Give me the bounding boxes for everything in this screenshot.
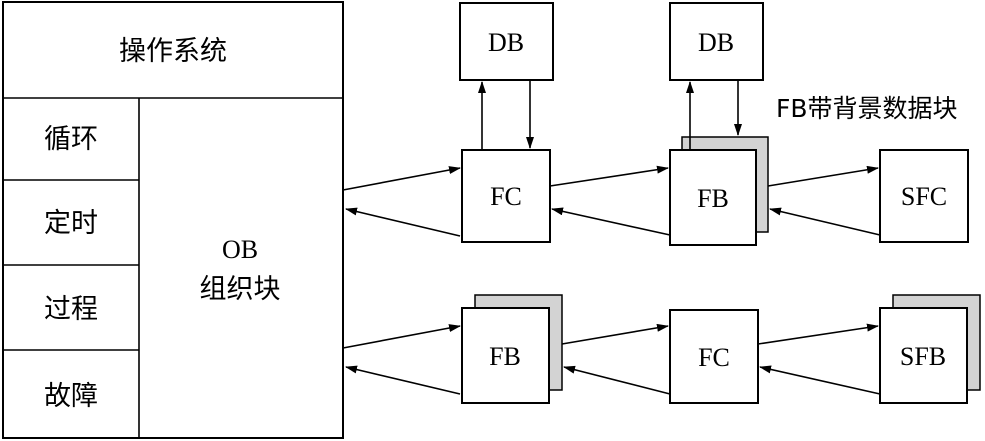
fb-block-bottom: FB bbox=[461, 294, 563, 404]
sfc-block: SFC bbox=[879, 149, 969, 243]
db-block-right: DB bbox=[669, 2, 764, 81]
db-left-label: DB bbox=[488, 28, 524, 57]
arrow-sfb-to-fc-bottom bbox=[759, 365, 881, 395]
arrow-fb-bottom-to-ob bbox=[345, 365, 461, 395]
arrow-fc-bottom-to-fb-bottom bbox=[563, 365, 671, 395]
fb-top-label: FB bbox=[697, 184, 729, 213]
arrow-sfc-to-fb-top bbox=[769, 207, 881, 236]
arrow-fb-bottom-to-fc-bottom bbox=[561, 323, 669, 345]
arrow-ob-to-fb-bottom bbox=[342, 324, 461, 349]
connection-arrows bbox=[342, 80, 881, 395]
fb-bottom-label: FB bbox=[489, 342, 521, 371]
db-block-left: DB bbox=[459, 2, 554, 81]
fc-block-top: FC bbox=[461, 149, 551, 243]
ob-sublabel: 组织块 bbox=[200, 274, 281, 305]
os-outer-frame bbox=[2, 1, 344, 439]
event-fault: 故障 bbox=[44, 381, 98, 412]
fb-block-top: FB bbox=[669, 136, 769, 246]
event-cyclic: 循环 bbox=[44, 124, 98, 155]
sfb-block: SFB bbox=[879, 294, 981, 404]
sfc-label: SFC bbox=[901, 182, 947, 211]
db-right-label: DB bbox=[698, 28, 734, 57]
ob-label: OB bbox=[222, 235, 258, 264]
fc-top-label: FC bbox=[490, 182, 522, 211]
arrow-fc-top-to-ob bbox=[345, 207, 461, 237]
arrow-fb-top-to-fc-top bbox=[551, 207, 671, 236]
arrow-fb-top-to-sfc bbox=[767, 165, 879, 187]
event-timed: 定时 bbox=[44, 208, 98, 239]
fc-bottom-label: FC bbox=[698, 343, 730, 372]
arrow-fc-bottom-to-sfb bbox=[757, 323, 879, 345]
event-process: 过程 bbox=[44, 294, 98, 325]
os-title: 操作系统 bbox=[119, 36, 227, 67]
arrow-ob-to-fc-top bbox=[342, 166, 461, 191]
sfb-label: SFB bbox=[900, 342, 946, 371]
fc-block-bottom: FC bbox=[669, 309, 759, 404]
fb-instance-db-annotation: FB带背景数据块 bbox=[776, 94, 958, 123]
arrow-fc-top-to-fb-top bbox=[549, 165, 669, 187]
operating-system-block: 操作系统 循环 定时 过程 故障 OB 组织块 bbox=[2, 1, 344, 439]
